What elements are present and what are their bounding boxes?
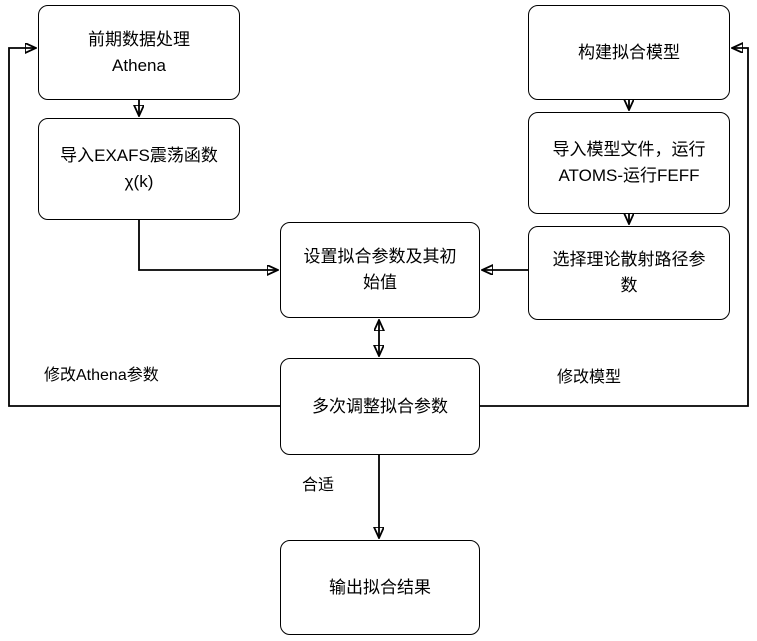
edge-label-modify-model: 修改模型 <box>557 369 622 386</box>
node-build-model: 构建拟合模型 <box>528 5 730 100</box>
node-set-fit-params-label: 设置拟合参数及其初 始值 <box>303 247 457 292</box>
node-build-model-label: 构建拟合模型 <box>578 42 680 62</box>
node-output-fit-result-label: 输出拟合结果 <box>329 577 431 597</box>
node-import-model-file-label: 导入模型文件，运行 ATOMS-运行FEFF <box>552 140 706 185</box>
node-adjust-fit-params-label: 多次调整拟合参数 <box>312 396 448 416</box>
edge-feedback-modify-athena <box>8 48 280 407</box>
node-import-exafs-label: 导入EXAFS震荡函数 χ(k) <box>60 146 218 191</box>
edge-label-modify-athena: 修改Athena参数 <box>44 367 159 384</box>
node-import-exafs: 导入EXAFS震荡函数 χ(k) <box>38 118 240 220</box>
edge-import-exafs-to-set-params <box>138 220 278 270</box>
node-select-scattering-paths: 选择理论散射路径参 数 <box>528 226 730 320</box>
node-set-fit-params: 设置拟合参数及其初 始值 <box>280 222 480 318</box>
node-import-model-file: 导入模型文件，运行 ATOMS-运行FEFF <box>528 112 730 214</box>
node-output-fit-result: 输出拟合结果 <box>280 540 480 635</box>
node-preprocess-athena: 前期数据处理 Athena <box>38 5 240 100</box>
node-select-scattering-paths-label: 选择理论散射路径参 数 <box>552 250 706 295</box>
edge-label-suitable: 合适 <box>302 477 335 494</box>
node-preprocess-athena-label: 前期数据处理 Athena <box>88 29 190 75</box>
node-adjust-fit-params: 多次调整拟合参数 <box>280 358 480 455</box>
